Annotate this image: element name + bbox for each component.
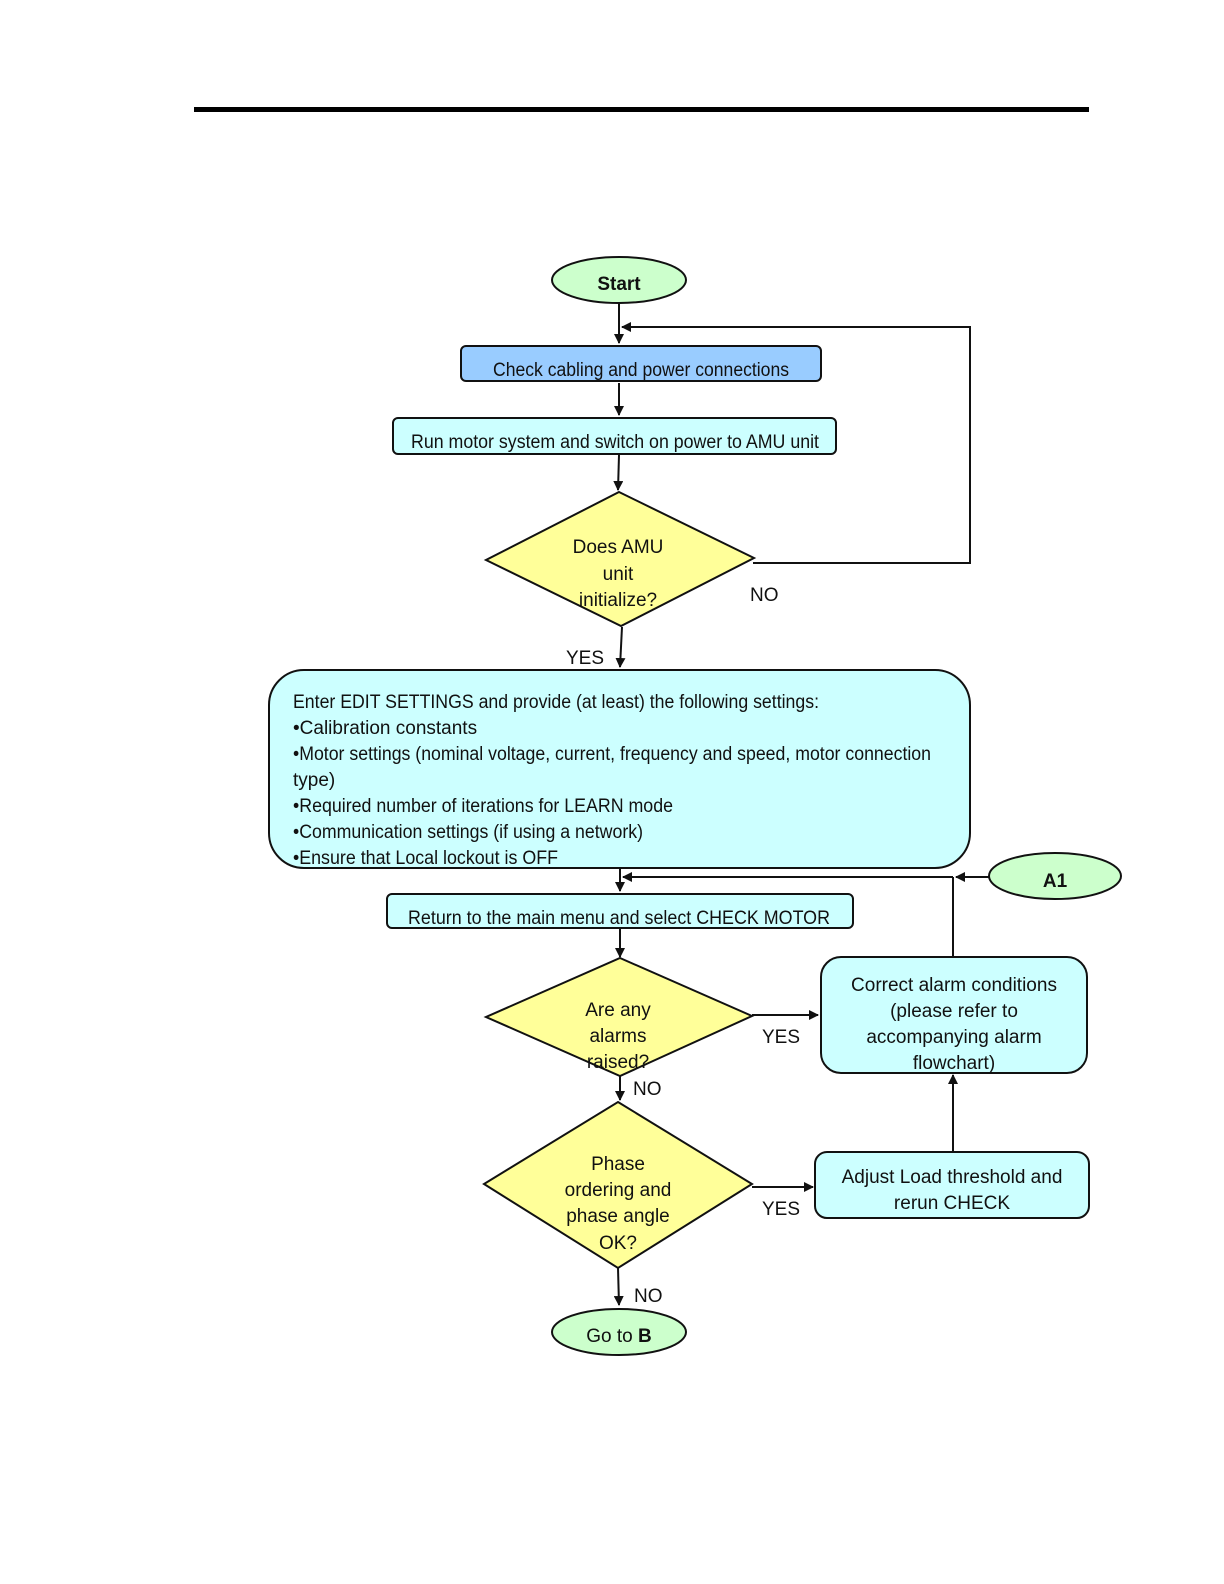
goto-b-prefix: Go to	[586, 1326, 638, 1347]
phase-yes-label: YES	[762, 1199, 800, 1220]
settings-line: •Motor settings (nominal voltage, curren…	[293, 744, 931, 765]
settings-line: •Ensure that Local lockout is OFF	[293, 848, 558, 869]
decision-line: Are any	[585, 1000, 651, 1021]
adjust-line: Adjust Load threshold and	[842, 1167, 1063, 1188]
start-label: Start	[597, 274, 641, 295]
decision-line: initialize?	[579, 590, 657, 611]
a1-label: A1	[1043, 871, 1068, 892]
amu-no-label: NO	[750, 585, 779, 606]
settings-line: •Required number of iterations for LEARN…	[293, 796, 673, 817]
adjust-line: rerun CHECK	[894, 1193, 1010, 1214]
decision-line: OK?	[599, 1233, 637, 1254]
connectors	[613, 303, 990, 1306]
correct-line: Correct alarm conditions	[851, 975, 1057, 996]
decision-line: unit	[603, 564, 634, 585]
decision-line: Does AMU	[573, 537, 664, 558]
goto-b-label: Go to B	[586, 1326, 651, 1347]
settings-line: •Communication settings (if using a netw…	[293, 822, 643, 843]
amu-yes-label: YES	[566, 648, 604, 669]
correct-line: (please refer to	[890, 1001, 1018, 1022]
goto-b-terminal: Go to B	[551, 1308, 687, 1356]
run-motor-label: Run motor system and switch on power to …	[411, 432, 820, 453]
decision-line: phase angle	[566, 1206, 670, 1227]
check-motor-label: Return to the main menu and select CHECK…	[408, 908, 830, 929]
correct-line: accompanying alarm	[866, 1027, 1041, 1048]
edit-settings-box: Enter EDIT SETTINGS and provide (at leas…	[268, 669, 971, 869]
decision-line: ordering and	[565, 1180, 672, 1201]
phase-decision: Phase ordering and phase angle OK?	[482, 1100, 754, 1270]
run-motor-box: Run motor system and switch on power to …	[392, 417, 837, 455]
alarms-yes-label: YES	[762, 1027, 800, 1048]
check-motor-box: Return to the main menu and select CHECK…	[386, 893, 854, 929]
arrow-phase-no	[613, 1267, 624, 1306]
arrow-run-to-decision	[613, 454, 624, 491]
decision-line: Phase	[591, 1154, 645, 1175]
settings-line: type)	[293, 770, 335, 791]
alarms-no-label: NO	[633, 1079, 662, 1100]
adjust-load-box: Adjust Load threshold and rerun CHECK	[814, 1151, 1090, 1219]
loop-no-to-check	[621, 322, 971, 564]
decision-line: raised?	[587, 1052, 649, 1073]
start-terminal: Start	[551, 256, 687, 304]
header-rule	[194, 107, 1089, 112]
amu-initialize-decision: Does AMU unit initialize?	[483, 490, 757, 628]
decision-line: alarms	[589, 1026, 646, 1047]
correct-line: flowchart)	[913, 1053, 995, 1074]
a1-connector: A1	[988, 852, 1122, 900]
check-cabling-label: Check cabling and power connections	[493, 360, 789, 381]
settings-line: •Calibration constants	[293, 718, 477, 739]
check-cabling-box: Check cabling and power connections	[460, 345, 822, 382]
goto-b-target: B	[638, 1326, 652, 1347]
arrow-yes-to-settings	[615, 626, 626, 668]
phase-no-label: NO	[634, 1286, 663, 1307]
alarms-decision: Are any alarms raised?	[483, 956, 755, 1078]
correct-alarms-box: Correct alarm conditions (please refer t…	[820, 956, 1088, 1074]
settings-line: Enter EDIT SETTINGS and provide (at leas…	[293, 692, 819, 713]
